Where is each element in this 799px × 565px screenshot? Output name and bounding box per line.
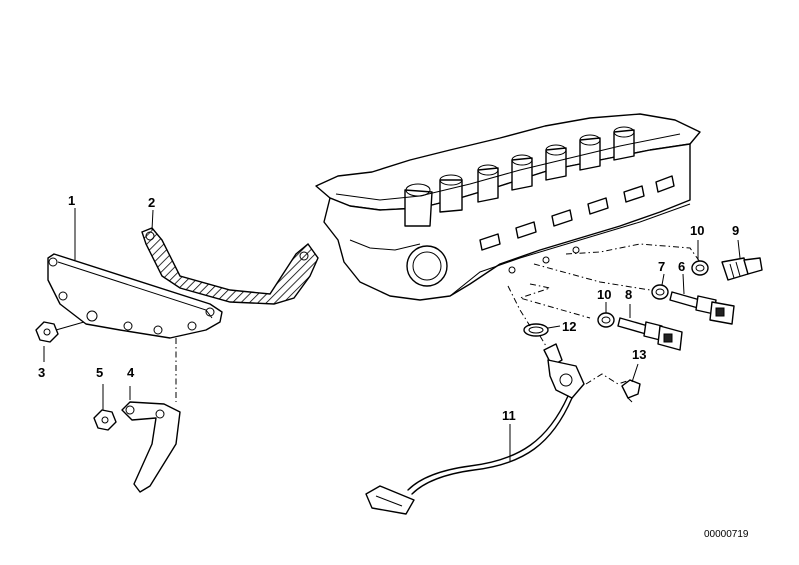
callout-2: 2 <box>148 195 156 210</box>
callout-6: 6 <box>678 259 686 274</box>
part-4-bracket <box>121 338 181 493</box>
diagram-number: 00000719 <box>704 529 749 540</box>
part-1-cover-plate <box>47 253 223 339</box>
part-8-sensor <box>617 317 683 351</box>
callout-7: 7 <box>658 259 666 274</box>
callout-1: 1 <box>68 193 76 208</box>
part-11-sensor-cable <box>365 343 585 515</box>
callout-13: 13 <box>632 347 647 362</box>
part-10a-washer <box>691 260 709 276</box>
part-13-screw <box>585 373 641 403</box>
callout-10-lower: 10 <box>597 287 612 302</box>
part-12-o-ring <box>523 323 561 337</box>
callout-8: 8 <box>625 287 633 302</box>
part-7-washer <box>651 284 669 300</box>
part-2-gasket <box>141 227 319 305</box>
cylinder-head <box>315 113 701 301</box>
callout-3: 3 <box>38 365 46 380</box>
callout-11: 11 <box>502 408 516 423</box>
part-3-nut <box>35 321 85 343</box>
part-10b-washer <box>597 312 615 328</box>
part-6-sensor-bolt <box>669 291 735 325</box>
leader-lines <box>43 208 741 462</box>
callout-12: 12 <box>562 319 577 334</box>
part-9-sensor <box>721 257 763 281</box>
callout-4: 4 <box>127 365 135 380</box>
callout-5: 5 <box>96 365 104 380</box>
callout-10-upper: 10 <box>690 223 705 238</box>
callout-9: 9 <box>732 223 740 238</box>
part-5-nut <box>93 409 117 431</box>
assembly-lines <box>507 243 701 347</box>
